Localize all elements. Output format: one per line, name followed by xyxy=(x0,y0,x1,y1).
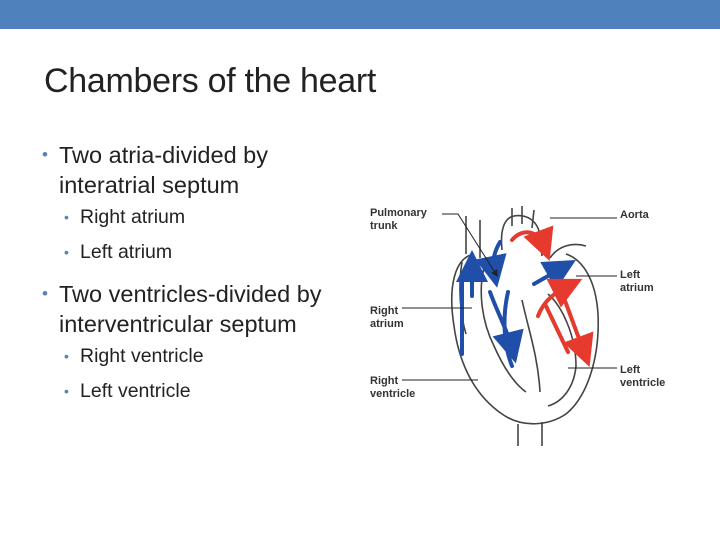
bullet-ventricles: • Two ventricles-divided by interventric… xyxy=(42,279,362,339)
bullet-dot: • xyxy=(64,383,69,399)
label-left-ventricle-1: Left xyxy=(620,364,641,376)
deoxygenated-flow xyxy=(456,240,576,368)
label-pulmonary-trunk-2: trunk xyxy=(370,220,398,232)
sub-bullet-left-atrium: • Left atrium xyxy=(42,239,362,265)
sub-bullet-right-atrium: • Right atrium xyxy=(42,204,362,230)
bullet-dot: • xyxy=(64,348,69,364)
oxygenated-flow xyxy=(510,225,594,367)
sub-bullet-right-ventricle: • Right ventricle xyxy=(42,343,362,369)
top-accent-bar xyxy=(0,0,720,29)
sub-bullet-text: Left atrium xyxy=(80,241,173,263)
slide-title: Chambers of the heart xyxy=(44,62,376,100)
label-left-atrium-2: atrium xyxy=(620,282,654,294)
bullet-text: Two ventricles-divided by interventricul… xyxy=(59,281,322,337)
sub-bullet-list: • Right atrium • Left atrium xyxy=(42,204,362,265)
bullet-dot: • xyxy=(64,244,69,260)
label-pulmonary-trunk-1: Pulmonary xyxy=(370,207,428,219)
label-right-atrium-2: atrium xyxy=(370,318,404,330)
bullet-dot: • xyxy=(42,284,48,303)
sub-bullet-text: Left ventricle xyxy=(80,380,191,402)
label-aorta: Aorta xyxy=(620,209,650,221)
sub-bullet-text: Right ventricle xyxy=(80,345,204,367)
bullet-text: Two atria-divided by interatrial septum xyxy=(59,142,268,198)
bullet-atria: • Two atria-divided by interatrial septu… xyxy=(42,140,362,200)
label-leader-lines xyxy=(402,213,617,381)
heart-diagram-svg: Pulmonary trunk Right atrium Right ventr… xyxy=(370,206,665,446)
bullet-dot: • xyxy=(42,145,48,164)
label-right-atrium-1: Right xyxy=(370,305,398,317)
label-right-ventricle-2: ventricle xyxy=(370,388,415,400)
bullet-list: • Two atria-divided by interatrial septu… xyxy=(42,140,362,418)
label-left-ventricle-2: ventricle xyxy=(620,377,665,389)
label-right-ventricle-1: Right xyxy=(370,375,398,387)
heart-diagram: Pulmonary trunk Right atrium Right ventr… xyxy=(362,196,682,456)
sub-bullet-text: Right atrium xyxy=(80,206,186,228)
sub-bullet-left-ventricle: • Left ventricle xyxy=(42,378,362,404)
label-left-atrium-1: Left xyxy=(620,269,641,281)
bullet-dot: • xyxy=(64,209,69,225)
sub-bullet-list: • Right ventricle • Left ventricle xyxy=(42,343,362,404)
